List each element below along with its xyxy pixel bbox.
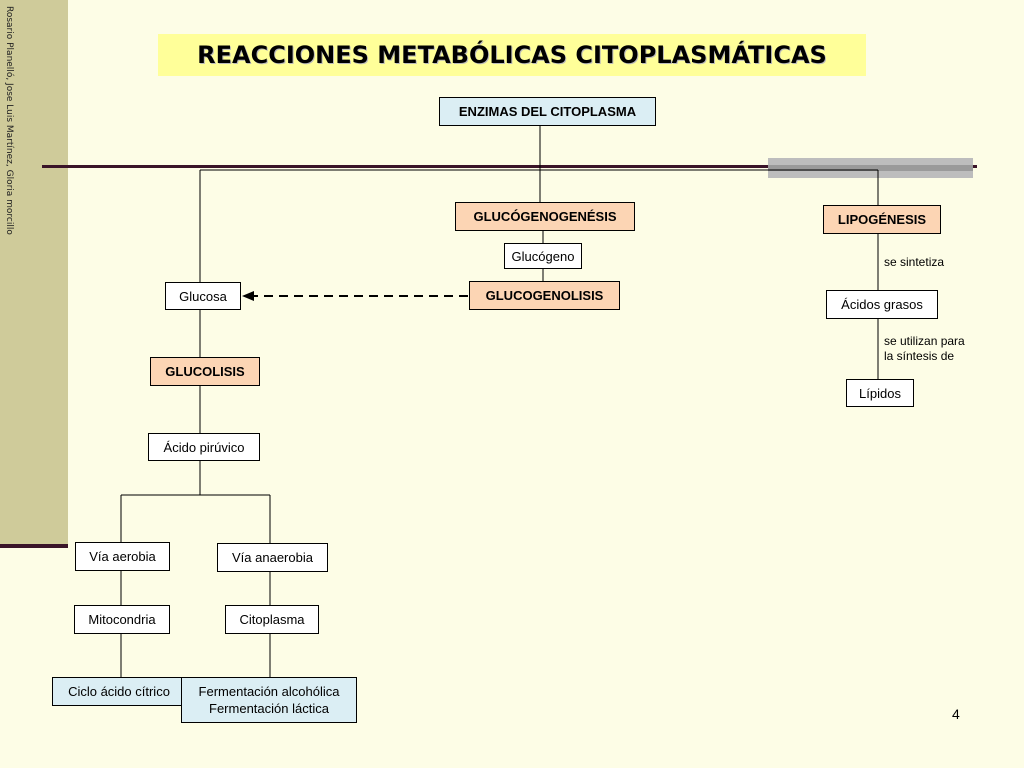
- horizontal-rule: [42, 165, 977, 168]
- grey-band: [768, 158, 973, 178]
- node-via-anaerobia: Vía anaerobia: [217, 543, 328, 572]
- node-glucolisis: GLUCOLISIS: [150, 357, 260, 386]
- page-title: REACCIONES METABÓLICAS CITOPLASMÁTICAS: [197, 41, 827, 69]
- node-via-aerobia: Vía aerobia: [75, 542, 170, 571]
- node-glucogenolisis: GLUCOGENOLISIS: [469, 281, 620, 310]
- node-glucogenogenesis: GLUCÓGENOGENÉSIS: [455, 202, 635, 231]
- author-credits: Rosario Planelló, Jose Luis Martínez, Gl…: [4, 6, 14, 235]
- note-se-utilizan: se utilizan para la síntesis de: [884, 334, 965, 364]
- note-se-utilizan-line1: se utilizan para: [884, 334, 965, 348]
- node-citoplasma: Citoplasma: [225, 605, 319, 634]
- arrow-head-icon: [242, 291, 254, 301]
- fermentacion-alcoholica-label: Fermentación alcohólica: [198, 684, 340, 699]
- node-glucogeno: Glucógeno: [504, 243, 582, 269]
- fermentacion-lactica-label: Fermentación láctica: [209, 701, 329, 716]
- page-number: 4: [952, 706, 960, 722]
- note-se-utilizan-line2: la síntesis de: [884, 349, 955, 363]
- node-lipogenesis: LIPOGÉNESIS: [823, 205, 941, 234]
- node-acido-piruvico: Ácido pirúvico: [148, 433, 260, 461]
- node-fermentacion: Fermentación alcohólica Fermentación lác…: [181, 677, 357, 723]
- node-glucosa: Glucosa: [165, 282, 241, 310]
- node-lipidos: Lípidos: [846, 379, 914, 407]
- node-enzimas: ENZIMAS DEL CITOPLASMA: [439, 97, 656, 126]
- sidebar-divider: [0, 544, 68, 548]
- node-acidos-grasos: Ácidos grasos: [826, 290, 938, 319]
- node-mitocondria: Mitocondria: [74, 605, 170, 634]
- sidebar-band: [0, 0, 68, 548]
- title-background: [158, 34, 866, 76]
- node-ciclo-acido-citrico: Ciclo ácido cítrico: [52, 677, 186, 706]
- note-se-sintetiza: se sintetiza: [884, 255, 945, 269]
